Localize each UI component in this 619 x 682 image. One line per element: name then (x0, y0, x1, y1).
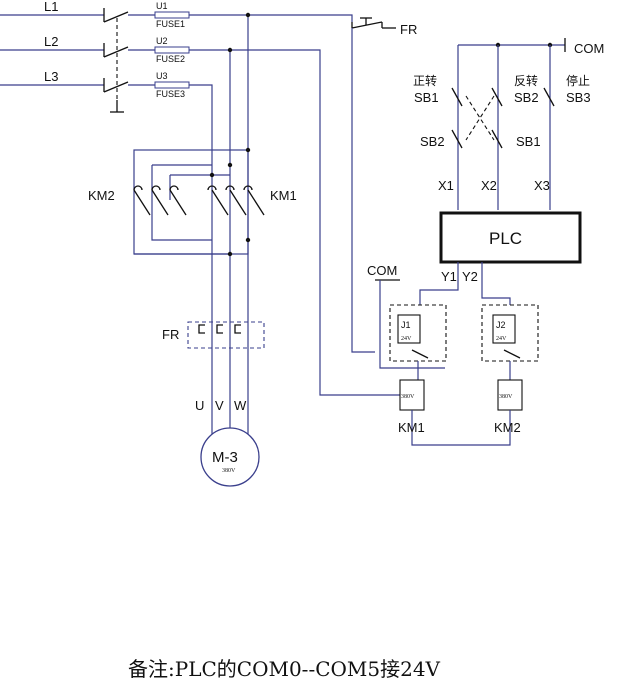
line-label-l2: L2 (44, 34, 58, 49)
button-sb3-id: SB3 (566, 90, 591, 105)
fuse-name-3: FUSE3 (156, 89, 185, 99)
control-circuit: COM 正转 SB1 反转 SB2 停止 SB3 SB2 SB1 X1 X2 X… (367, 38, 604, 446)
fuse-id-u3: U3 (156, 71, 168, 81)
km1-label: KM1 (270, 188, 297, 203)
interlock-sb2: SB2 (420, 134, 445, 149)
phase-w: W (234, 398, 247, 413)
output-y2: Y2 (462, 269, 478, 284)
line-label-l3: L3 (44, 69, 58, 84)
button-sb1-cn: 正转 (413, 73, 437, 88)
coil-km2-label: KM2 (494, 420, 521, 435)
input-x3: X3 (534, 178, 550, 193)
fuse-id-u1: U1 (156, 1, 168, 11)
fuse-id-u2: U2 (156, 36, 168, 46)
fr-top-contact: FR (351, 17, 417, 353)
power-lines: L1 L2 L3 (0, 0, 104, 86)
relay-j2-id: J2 (496, 320, 506, 330)
coil-km2-volt: 380V (499, 394, 513, 400)
relay-j1-volt: 24V (401, 336, 412, 342)
com-top-label: COM (574, 41, 604, 56)
motor: U V W M-3 380V (195, 398, 260, 487)
fr-top-label: FR (400, 22, 417, 37)
fuses: U1 FUSE1 U2 FUSE2 U3 FUSE3 (154, 1, 190, 99)
fuse-name-1: FUSE1 (156, 19, 185, 29)
button-sb2-cn: 反转 (514, 73, 538, 88)
interlock-sb1: SB1 (516, 134, 541, 149)
fuse-name-2: FUSE2 (156, 54, 185, 64)
input-x1: X1 (438, 178, 454, 193)
plc-label: PLC (489, 229, 522, 248)
relay-j1-id: J1 (401, 320, 411, 330)
coil-km1-volt: 380V (401, 394, 415, 400)
input-x2: X2 (481, 178, 497, 193)
contactor-block: KM2 KM1 (88, 147, 297, 257)
fr-thermal: FR (162, 321, 265, 349)
relay-j2-volt: 24V (496, 336, 507, 342)
button-sb2-id: SB2 (514, 90, 539, 105)
motor-label: M-3 (212, 449, 238, 466)
com-bottom-label: COM (367, 263, 397, 278)
main-switch (103, 8, 155, 113)
phase-v: V (215, 398, 224, 413)
line-label-l1: L1 (44, 0, 58, 14)
motor-voltage: 380V (222, 468, 236, 474)
coil-km1-label: KM1 (398, 420, 425, 435)
km2-label: KM2 (88, 188, 115, 203)
footnote: 备注:PLC的COM0--COM5接24V (128, 657, 441, 681)
phase-u: U (195, 398, 204, 413)
fr-main-label: FR (162, 327, 179, 342)
button-sb1-id: SB1 (414, 90, 439, 105)
output-y1: Y1 (441, 269, 457, 284)
button-sb3-cn: 停止 (566, 73, 590, 88)
